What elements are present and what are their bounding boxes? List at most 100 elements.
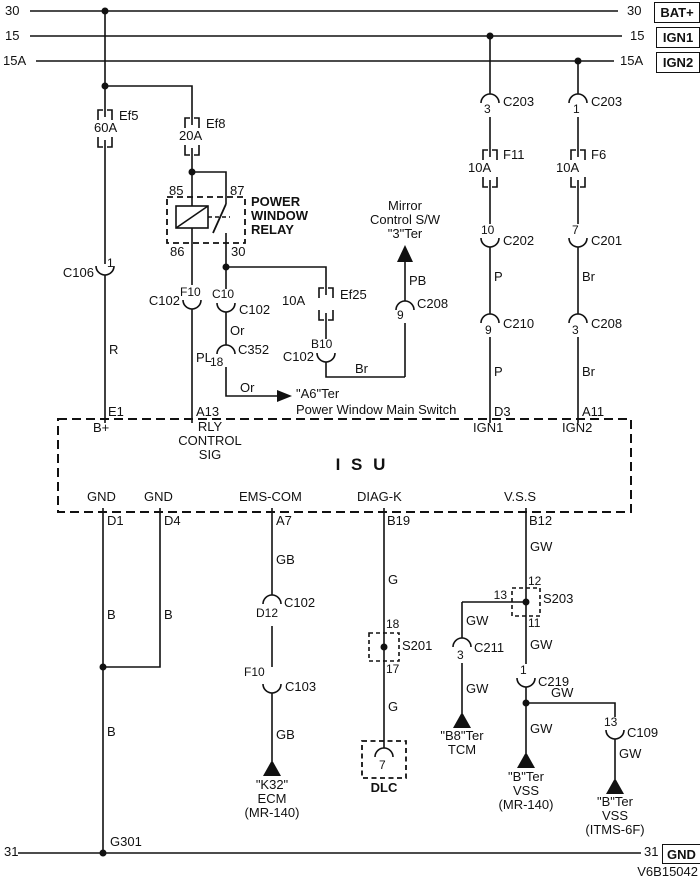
- wire-b-2: B: [164, 607, 173, 622]
- isu-pin-e1: E1: [108, 404, 124, 419]
- c210-name: C210: [503, 316, 535, 331]
- splice-s201-box: [368, 632, 400, 662]
- bus31-right-label: 31: [644, 844, 659, 859]
- isu-pin-a13: A13: [196, 404, 220, 419]
- wire-gw-1: GW: [530, 539, 553, 554]
- bus15-left-label: 15: [5, 28, 20, 43]
- c202-pin: 10: [481, 223, 495, 237]
- rly-line2: CONTROL: [178, 433, 242, 448]
- c352-name: C352: [238, 342, 270, 357]
- terminal-tcm: [453, 712, 471, 728]
- wire-br-2: Br: [582, 364, 595, 379]
- fuse-f6: [570, 149, 586, 188]
- fuse-ef5: [97, 109, 113, 148]
- fuse-f6-id: F6: [591, 147, 607, 162]
- arrow-to-pw-main-switch: [277, 390, 292, 402]
- vss2-line3: (ITMS-6F): [585, 822, 645, 837]
- tcm-line2: TCM: [447, 742, 477, 757]
- wire-pl: PL: [196, 350, 212, 365]
- relay-title-line1: POWER: [251, 194, 301, 209]
- rly-line3: SIG: [198, 447, 222, 462]
- isu-signal-rly-control: RLY CONTROL SIG: [172, 420, 248, 462]
- wire-or-2: Or: [240, 380, 255, 395]
- isu-pin-d4: D4: [164, 513, 181, 528]
- s201-pin-top: 18: [386, 617, 400, 631]
- isu-pin-a7: A7: [276, 513, 292, 528]
- wire-br-1: Br: [582, 269, 595, 284]
- c219-pin: 1: [520, 663, 527, 677]
- bus30-right-label: 30: [627, 3, 642, 18]
- relay-pin-87: 87: [230, 183, 245, 198]
- c102-c10-pin: C10: [212, 287, 235, 301]
- gnd-tag: GND: [662, 844, 700, 864]
- s203-pin-bottom: 11: [528, 616, 541, 630]
- c208-9-name: C208: [417, 296, 449, 311]
- relay-pin-30: 30: [231, 244, 246, 259]
- c106-name: C106: [62, 265, 94, 280]
- isu-box: [57, 418, 632, 513]
- fuse-ef5-amps: 60A: [94, 120, 118, 135]
- c208-3-pin: 3: [572, 323, 579, 337]
- isu-pin-a11: A11: [582, 404, 605, 419]
- ecm-line2: ECM: [257, 791, 287, 806]
- wire-b-3: B: [107, 724, 116, 739]
- isu-signal-diag-k: DIAG-K: [357, 489, 402, 504]
- bus-lines: [18, 10, 641, 854]
- c210-pin: 9: [485, 323, 492, 337]
- fuse-f11-amps: 10A: [468, 160, 492, 175]
- c201-pin: 7: [572, 223, 579, 237]
- fuse-ef8-amps: 20A: [179, 128, 203, 143]
- ecm-line1: "K32": [255, 777, 289, 792]
- dlc-box: [361, 740, 407, 779]
- c219-name: C219: [538, 674, 570, 689]
- wire-p-2: P: [494, 364, 503, 379]
- wire-g-1: G: [388, 572, 399, 587]
- c211-pin: 3: [457, 648, 464, 662]
- c102-c10-name: C102: [239, 302, 271, 317]
- c201-name: C201: [591, 233, 623, 248]
- c102-d12-pin: D12: [256, 606, 279, 620]
- vss-mr140-destination: "B"Ter VSS (MR-140): [486, 770, 566, 812]
- wires: [95, 11, 625, 853]
- s201-name: S201: [402, 638, 433, 653]
- junction-dots: [99, 7, 582, 857]
- c102-f10-pin: F10: [180, 285, 201, 299]
- wire-gw-2: GW: [466, 613, 489, 628]
- bus30-left-label: 30: [5, 3, 20, 18]
- wire-gw-7: GW: [619, 746, 642, 761]
- mirror-line1: Mirror: [388, 198, 422, 213]
- wire-gw-6: GW: [530, 721, 553, 736]
- c203-3-pin: 3: [484, 102, 491, 116]
- mirror-line2: Control S/W: [369, 212, 441, 227]
- mirror-line3: "3"Ter: [387, 226, 423, 241]
- vss1-line1: "B"Ter: [508, 769, 544, 784]
- bus15-right-label: 15: [630, 28, 645, 43]
- isu-pin-b19: B19: [387, 513, 411, 528]
- isu-signal-ign2: IGN2: [562, 420, 593, 435]
- isu-signal-ems-com: EMS-COM: [239, 489, 302, 504]
- c103-f10-name: C103: [285, 679, 317, 694]
- s203-name: S203: [543, 591, 574, 606]
- splice-s203-box: [511, 587, 541, 617]
- power-window-relay-symbol: [166, 196, 246, 244]
- fuse-symbols: [97, 109, 586, 321]
- vss2-line2: VSS: [601, 808, 628, 823]
- ign1-tag: IGN1: [656, 27, 700, 48]
- isu-signal-bplus: B+: [93, 420, 110, 435]
- tcm-line1: "B8"Ter: [440, 728, 484, 743]
- isu-signal-gnd1: GND: [87, 489, 116, 504]
- wire-or-1: Or: [230, 323, 245, 338]
- c208-3-name: C208: [591, 316, 623, 331]
- ground-point-g301: G301: [110, 834, 142, 849]
- isu-pin-b12: B12: [529, 513, 553, 528]
- bus31-left-label: 31: [4, 844, 19, 859]
- mirror-switch-destination: Mirror Control S/W "3"Ter: [357, 199, 453, 241]
- c208-9-pin: 9: [397, 308, 404, 322]
- wire-gb-2: GB: [276, 727, 295, 742]
- relay-title: POWER WINDOW RELAY: [251, 195, 308, 237]
- arrow-to-mirror-switch: [397, 245, 413, 262]
- ecm-destination: "K32" ECM (MR-140): [232, 778, 312, 820]
- vss2-line1: "B"Ter: [597, 794, 633, 809]
